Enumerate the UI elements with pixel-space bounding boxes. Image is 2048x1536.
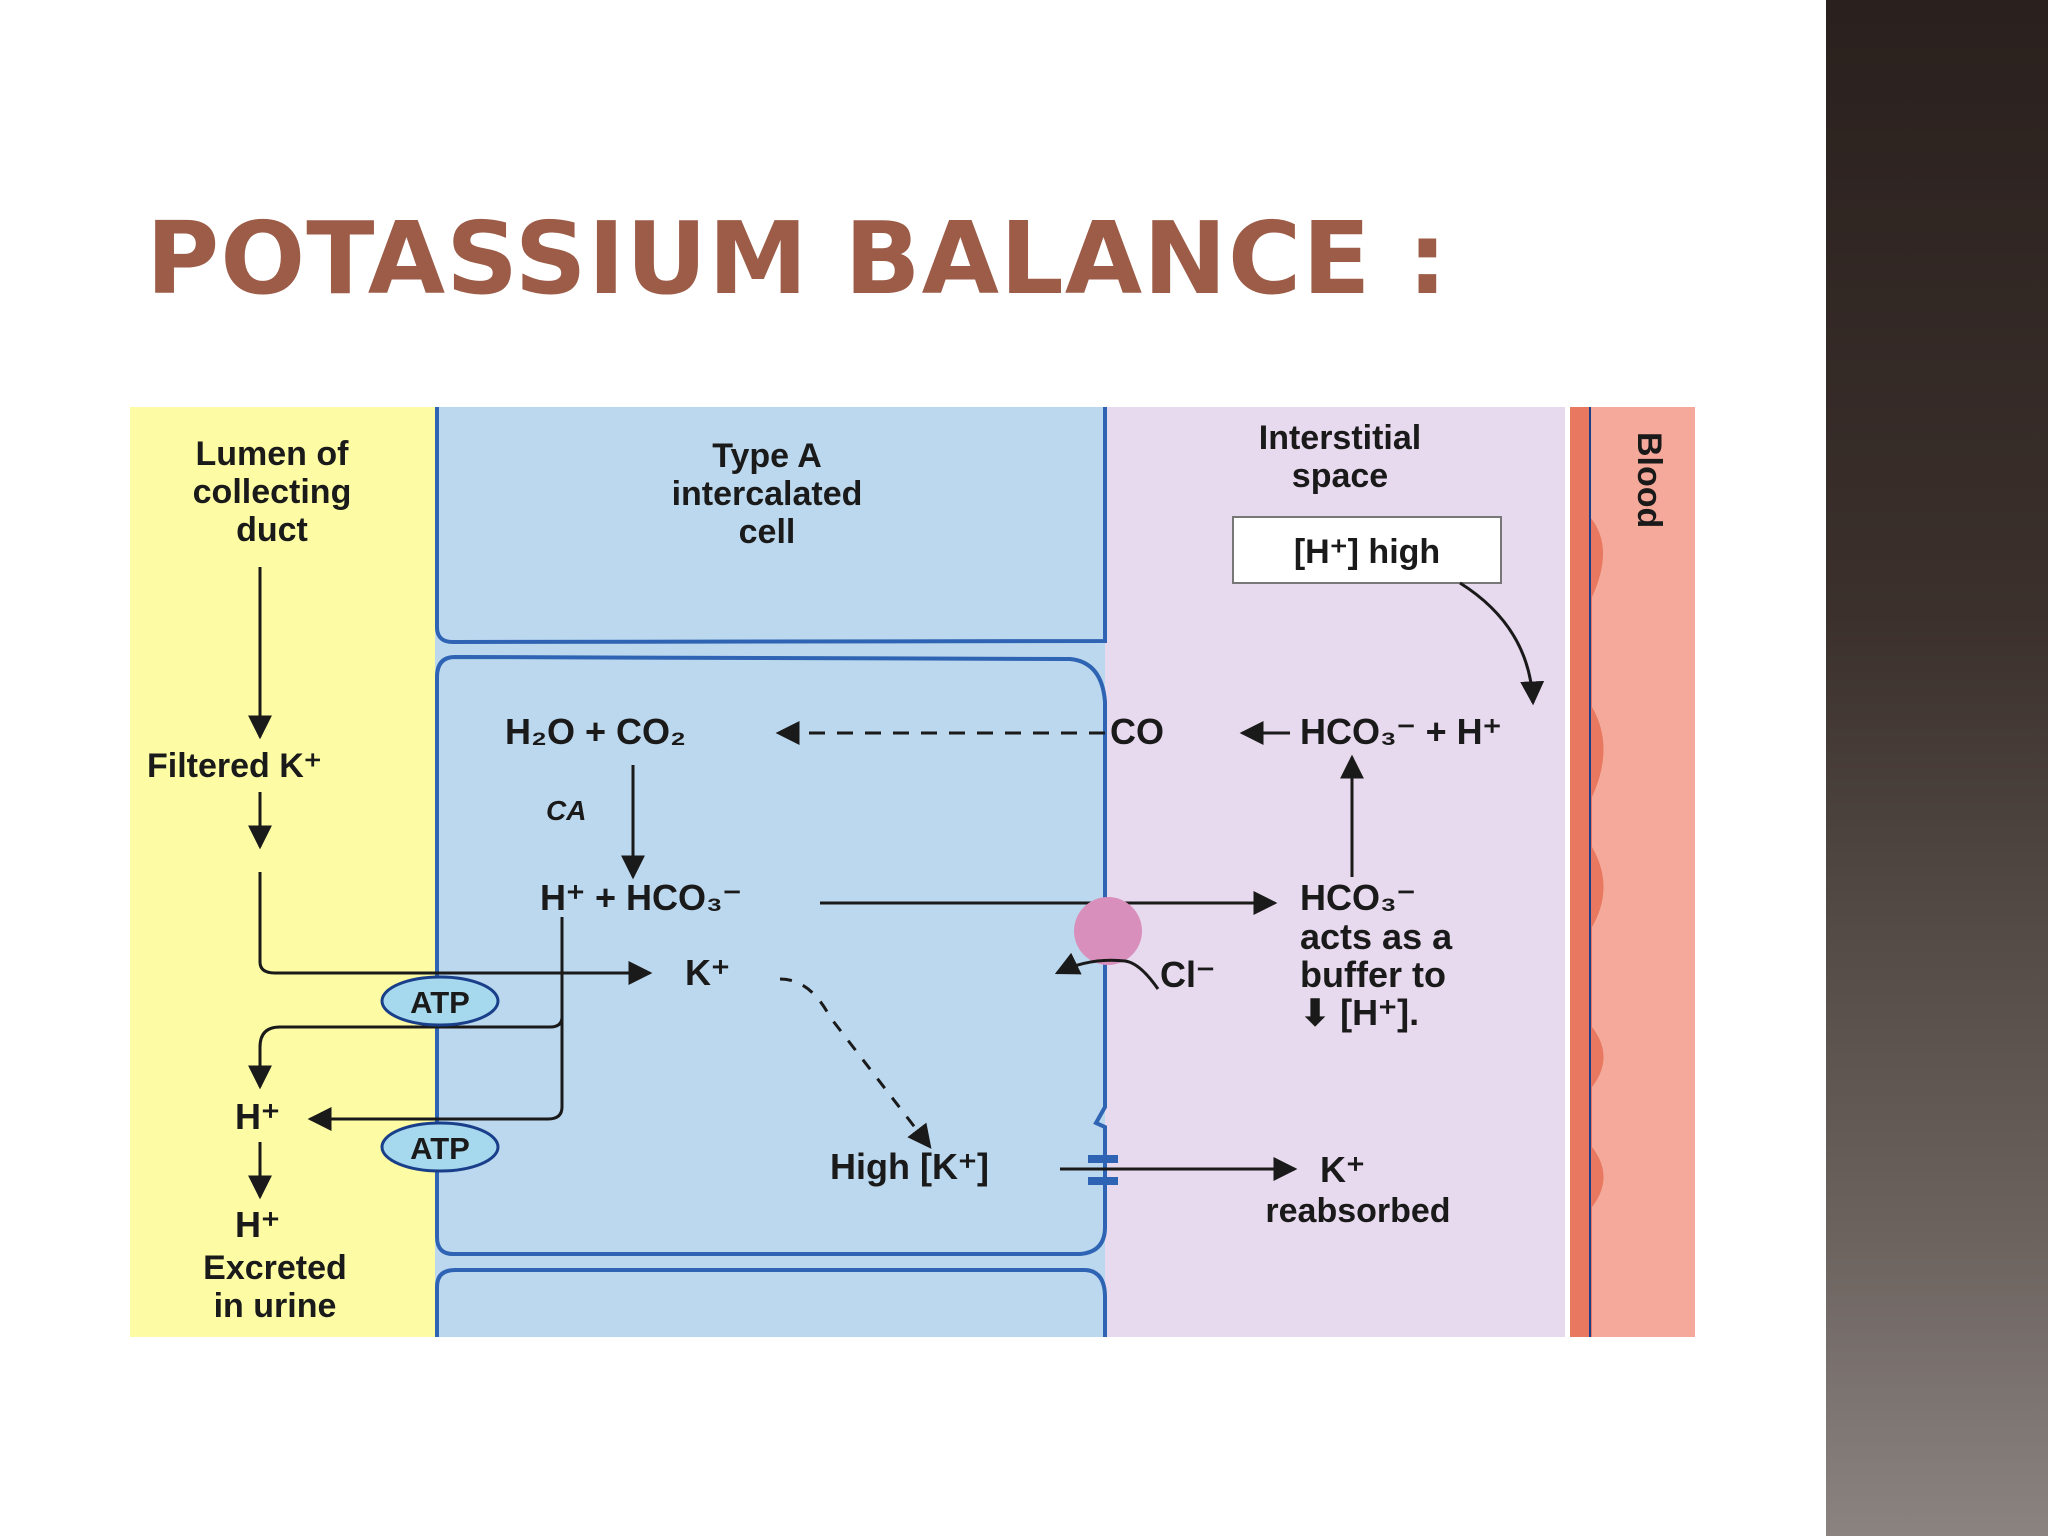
k-reabsorbed-line2: reabsorbed xyxy=(1265,1192,1450,1230)
cl-hco3-antiporter xyxy=(1074,897,1142,965)
cell-title-2: intercalated xyxy=(672,475,863,513)
cl-label: Cl⁻ xyxy=(1160,954,1215,995)
co-label: CO xyxy=(1110,711,1164,752)
h-hco3-label: H⁺ + HCO₃⁻ xyxy=(540,877,742,918)
decorative-sidebar xyxy=(1826,0,2048,1536)
lumen-title-1: Lumen of xyxy=(196,435,350,473)
k-cell-label: K⁺ xyxy=(685,952,730,993)
lumen-region xyxy=(130,407,440,1337)
hco3-buffer-line4: ⬇ [H⁺]. xyxy=(1300,992,1419,1033)
slide-title: POTASSIUM BALANCE : xyxy=(146,200,1449,317)
potassium-balance-diagram: Lumen of collecting duct Type A intercal… xyxy=(130,407,1695,1337)
atp-pump-2 xyxy=(380,1121,500,1173)
diagram-svg: Lumen of collecting duct Type A intercal… xyxy=(130,407,1695,1337)
filtered-k-label: Filtered K⁺ xyxy=(147,747,322,785)
cell-title-1: Type A xyxy=(712,437,822,475)
cell-title-3: cell xyxy=(739,513,796,551)
excreted-line2: in urine xyxy=(214,1287,337,1325)
lumen-title-2: collecting xyxy=(193,473,352,511)
hco3-buffer-line3: buffer to xyxy=(1300,954,1446,995)
interstitial-title-2: space xyxy=(1292,457,1388,495)
atp-label-2: ATP xyxy=(410,1131,470,1166)
lumen-title-3: duct xyxy=(236,511,308,549)
h-pump-path-2 xyxy=(307,1017,564,1131)
k-channel xyxy=(1088,1155,1118,1163)
main-cell-border xyxy=(435,654,1107,1257)
hco3-buffer-line2: acts as a xyxy=(1300,916,1453,957)
cl-entry-arrow xyxy=(1054,952,1160,990)
h-high-arrow xyxy=(1459,581,1545,706)
blood-title: Blood xyxy=(1630,432,1668,528)
h-high-label: [H⁺] high xyxy=(1294,533,1440,571)
blood-border xyxy=(1570,407,1604,1337)
filtered-k-path xyxy=(258,872,653,985)
h-high-box xyxy=(1232,516,1502,584)
hco3-buffer-line1: HCO₃⁻ xyxy=(1300,877,1416,918)
h-lumen-label-1: H⁺ xyxy=(235,1096,280,1137)
h2o-co2-label: H₂O + CO₂ xyxy=(505,711,686,752)
lower-cell-border xyxy=(435,1268,1107,1337)
upper-cell-border xyxy=(435,407,1107,645)
excreted-line1: Excreted xyxy=(203,1249,347,1287)
h-lumen-label-2: H⁺ xyxy=(235,1204,280,1245)
k-reabsorbed-line1: K⁺ xyxy=(1320,1149,1365,1190)
k-to-high-k-dashed-arrow xyxy=(779,977,932,1149)
atp-pump-1 xyxy=(380,975,500,1027)
ca-label: CA xyxy=(546,795,586,826)
interstitial-title-1: Interstitial xyxy=(1259,419,1421,457)
high-k-label: High [K⁺] xyxy=(830,1146,989,1187)
k-channel-lower xyxy=(1088,1177,1118,1185)
hco3-h-label: HCO₃⁻ + H⁺ xyxy=(1300,711,1502,752)
atp-label-1: ATP xyxy=(410,985,470,1020)
blood-region xyxy=(1585,407,1695,1337)
